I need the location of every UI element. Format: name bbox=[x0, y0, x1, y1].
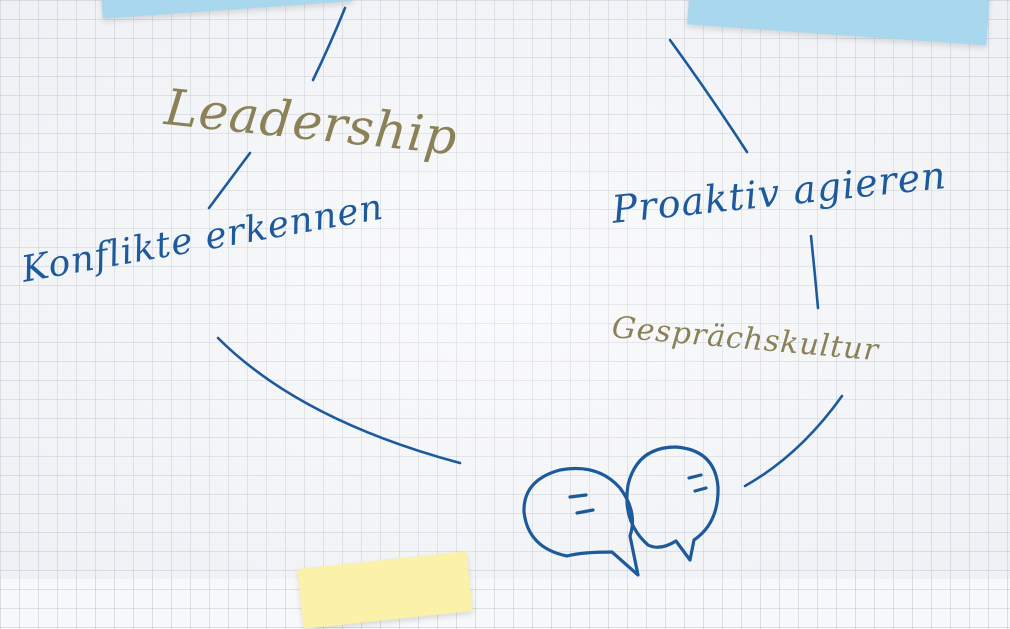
bubble-eye-4 bbox=[693, 486, 708, 493]
speech-bubbles-icon bbox=[522, 445, 720, 577]
connector-lines bbox=[207, 6, 844, 577]
speech-bubble-front bbox=[522, 466, 640, 577]
line-top-left bbox=[311, 6, 347, 82]
line-proaktiv-down bbox=[809, 234, 820, 310]
line-konflikte-curve bbox=[216, 336, 462, 465]
bubble-eye-3 bbox=[687, 473, 703, 480]
bubble-eye-2 bbox=[575, 508, 595, 515]
bubble-eye-1 bbox=[568, 493, 588, 499]
speech-bubble-back bbox=[625, 445, 720, 562]
line-top-right bbox=[668, 38, 749, 154]
line-leadership-left bbox=[207, 151, 252, 210]
line-gespraech-curve bbox=[743, 394, 844, 488]
